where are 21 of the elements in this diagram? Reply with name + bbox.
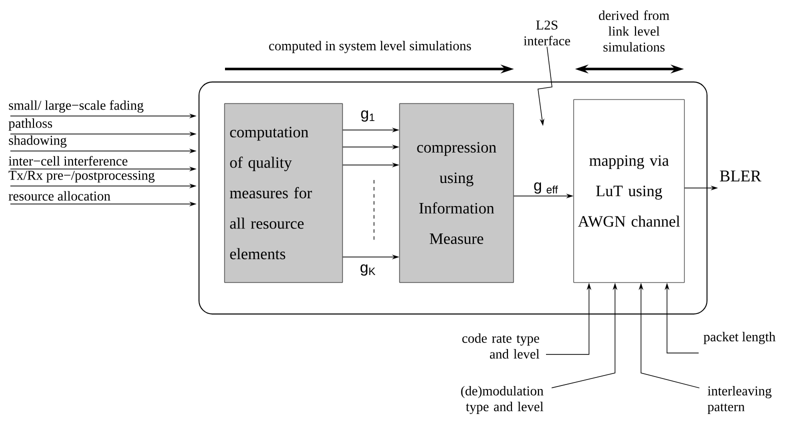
process-box: computation of quality measures for all resource elements [224, 103, 343, 283]
annotation-label: derived from link level simulations [598, 10, 670, 52]
process-box: compression using Information Measure [399, 103, 514, 283]
input-label: shadowing [8, 135, 67, 148]
process-box: mapping via LuT using AWGN channel [573, 99, 685, 283]
edge-label: g$_{K}$ [358, 263, 378, 277]
input-label: interleaving pattern [708, 386, 772, 414]
input-label: small/ large−scale fading [8, 100, 144, 113]
system-frame [198, 82, 708, 314]
input-label: code rate type and level [462, 333, 540, 359]
input-label: packet length [704, 332, 776, 344]
input-label: pathloss [8, 118, 52, 131]
input-label: resource allocation [8, 191, 110, 201]
edge-label: g $_{eff}$ [532, 181, 560, 195]
input-label: inter−cell interference [8, 156, 128, 166]
output-label: BLER [720, 170, 762, 182]
input-label: (de)modulation type and level [461, 386, 544, 414]
input-label: Tx/Rx pre−/postprocessing [8, 170, 155, 183]
edge-label: g$_{1}$ [359, 109, 377, 123]
annotation-label: computed in system level simulations [269, 40, 471, 54]
interface-label: L2S interface [524, 20, 570, 46]
